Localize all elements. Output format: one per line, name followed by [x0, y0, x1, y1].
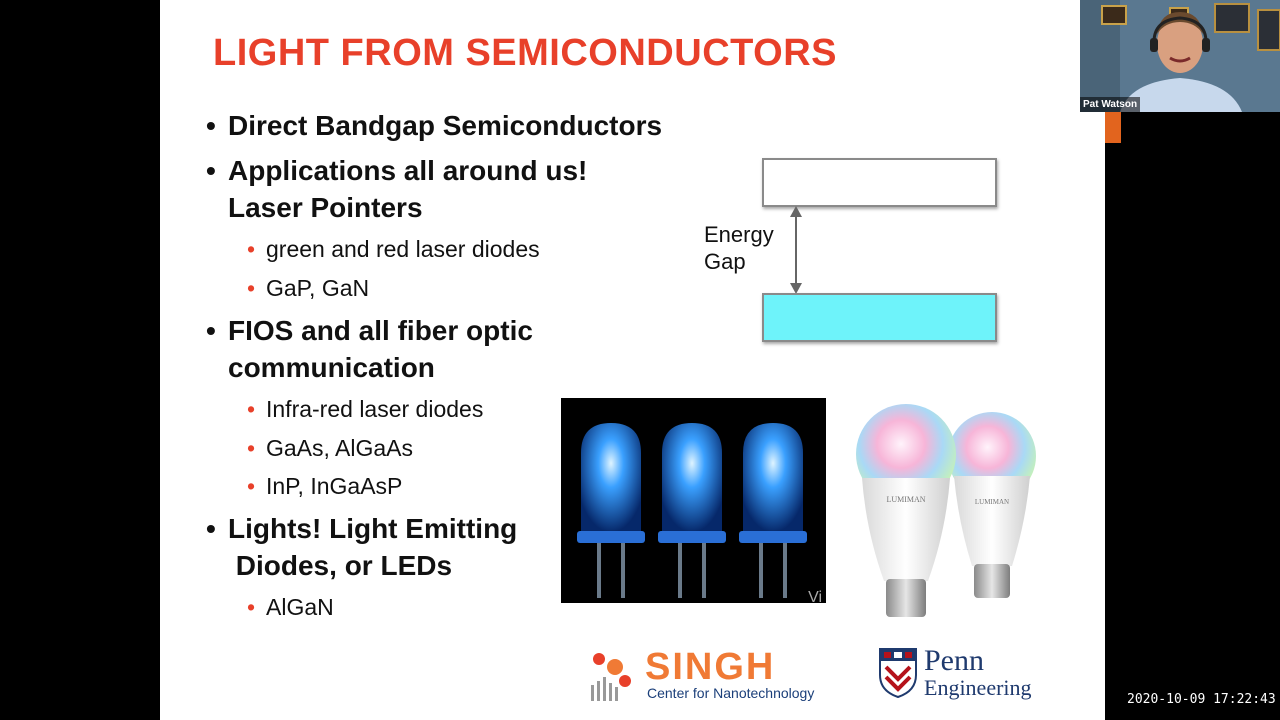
participant-name-tag: Pat Watson	[1080, 97, 1141, 112]
subbullet-text: InP, InGaAsP	[266, 473, 403, 499]
bullet-text-line-1: Applications all around us!	[228, 155, 588, 186]
bulb-brand-front: LUMIMAN	[886, 495, 925, 504]
penn-subtitle: Engineering	[924, 675, 1032, 700]
subbullet-text: AlGaN	[266, 594, 334, 620]
penn-name: Penn	[924, 644, 984, 677]
bullet-dot: •	[206, 155, 216, 186]
singh-name: SINGH	[645, 646, 776, 688]
energy-label-line-2: Gap	[704, 249, 746, 274]
bullet-text-line-2: communication	[228, 352, 435, 383]
led-3	[739, 423, 807, 598]
subbullet-dot: •	[247, 473, 256, 499]
energy-gap-arrow	[790, 206, 802, 294]
subbullet-text: Infra-red laser diodes	[266, 396, 484, 422]
singh-subtitle: Center for Nanotechnology	[647, 685, 815, 701]
bulb-front: LUMIMAN	[856, 404, 956, 617]
conduction-band-box	[762, 158, 997, 207]
bullet-dot: •	[206, 513, 216, 544]
subbullet-dot: •	[247, 236, 256, 262]
singh-mark-icon	[591, 653, 631, 701]
led-photo: Vi	[561, 398, 826, 606]
smart-bulbs-image: LUMIMAN LUMIMAN	[856, 404, 1036, 617]
blue-leds-image	[577, 423, 807, 598]
bulb-back: LUMIMAN	[948, 412, 1036, 598]
active-speaker-indicator	[1105, 112, 1121, 143]
bullet-text-line-1: Lights! Light Emitting	[228, 513, 518, 544]
subbullet-text: GaAs, AlGaAs	[266, 435, 414, 461]
bullet-text-line-1: FIOS and all fiber optic	[228, 315, 533, 346]
subbullet-dot: •	[247, 435, 256, 461]
energy-label-line-1: Energy	[704, 222, 774, 247]
subbullet-text: green and red laser diodes	[266, 236, 540, 262]
led-1	[577, 423, 645, 598]
photo-corner-text: Vi	[808, 589, 822, 606]
subbullet-dot: •	[247, 275, 256, 301]
penn-shield-icon	[879, 648, 917, 699]
bullet-text-line-2: Laser Pointers	[228, 192, 423, 223]
slide-page-number: 7	[1081, 690, 1098, 700]
led-2	[658, 423, 726, 598]
subbullet-dot: •	[247, 396, 256, 422]
participant-video-image	[1080, 0, 1280, 112]
presentation-slide: LIGHT FROM SEMICONDUCTORS • Direct Bandg…	[160, 0, 1105, 720]
subbullet-dot: •	[247, 594, 256, 620]
penn-engineering-logo: Penn Engineering	[878, 645, 1048, 705]
bullet-dot: •	[206, 315, 216, 346]
bullet-text-line-2: Diodes, or LEDs	[228, 550, 453, 581]
participant-video-tile[interactable]: Pat Watson	[1080, 0, 1280, 112]
singh-center-logo: SINGH Center for Nanotechnology	[587, 645, 827, 705]
recording-timestamp: 2020-10-09 17:22:43	[1127, 692, 1276, 707]
bullet-text: Direct Bandgap Semiconductors	[228, 110, 663, 141]
energy-gap-label: Energy Gap	[704, 221, 774, 275]
bullet-dot: •	[206, 110, 216, 141]
subbullet-text: GaP, GaN	[266, 275, 370, 301]
valence-band-box	[762, 293, 997, 342]
bulb-brand-back: LUMIMAN	[975, 498, 1009, 506]
slide-title: LIGHT FROM SEMICONDUCTORS	[213, 32, 838, 74]
